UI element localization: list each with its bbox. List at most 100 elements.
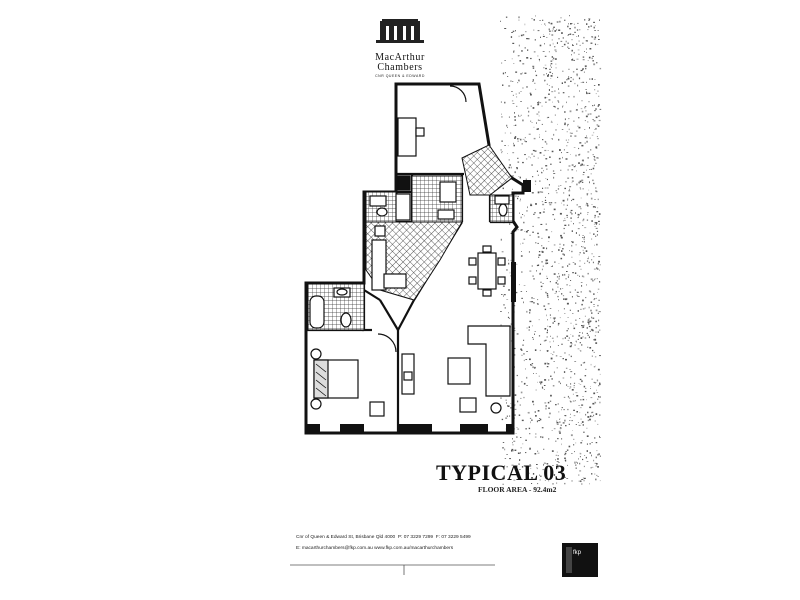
noise-speck xyxy=(569,188,570,190)
noise-speck xyxy=(501,152,503,154)
noise-speck xyxy=(581,483,583,485)
noise-speck xyxy=(560,40,563,42)
noise-speck xyxy=(535,373,537,374)
noise-speck xyxy=(591,36,594,38)
noise-speck xyxy=(568,263,571,265)
noise-speck xyxy=(513,440,516,442)
noise-speck xyxy=(514,305,516,307)
noise-speck xyxy=(587,334,589,336)
noise-speck xyxy=(554,49,557,51)
noise-speck xyxy=(568,274,570,276)
noise-speck xyxy=(587,419,590,422)
noise-speck xyxy=(530,364,533,366)
noise-speck xyxy=(594,25,596,27)
noise-speck xyxy=(567,25,569,28)
noise-speck xyxy=(542,469,545,471)
noise-speck xyxy=(567,85,570,87)
noise-speck xyxy=(546,275,548,277)
noise-speck xyxy=(556,335,558,338)
noise-speck xyxy=(584,262,586,264)
noise-speck xyxy=(560,17,562,19)
noise-speck xyxy=(594,382,597,383)
noise-speck xyxy=(549,400,552,402)
noise-speck xyxy=(562,358,564,360)
noise-speck xyxy=(564,352,566,354)
noise-speck xyxy=(563,43,566,46)
noise-speck xyxy=(566,131,568,133)
noise-speck xyxy=(571,213,573,215)
noise-speck xyxy=(508,289,510,291)
noise-speck xyxy=(544,96,546,99)
noise-speck xyxy=(561,407,563,409)
noise-speck xyxy=(547,296,549,298)
noise-speck xyxy=(539,119,541,121)
noise-speck xyxy=(539,44,542,47)
noise-speck xyxy=(578,206,579,208)
noise-speck xyxy=(535,242,537,244)
noise-speck xyxy=(584,247,586,249)
noise-speck xyxy=(553,474,556,476)
noise-speck xyxy=(594,159,596,161)
noise-speck xyxy=(578,154,580,156)
noise-speck xyxy=(575,424,577,425)
noise-speck xyxy=(563,227,565,230)
noise-speck xyxy=(593,38,596,40)
noise-speck xyxy=(521,50,523,52)
noise-speck xyxy=(582,326,585,328)
noise-speck xyxy=(587,203,589,205)
noise-speck xyxy=(561,46,564,47)
noise-speck xyxy=(580,399,582,401)
noise-speck xyxy=(506,402,507,404)
noise-speck xyxy=(545,462,547,464)
noise-speck xyxy=(597,157,599,159)
noise-speck xyxy=(546,73,547,75)
noise-speck xyxy=(504,101,506,104)
noise-speck xyxy=(584,227,587,229)
noise-speck xyxy=(569,388,571,389)
noise-speck xyxy=(594,226,597,227)
noise-speck xyxy=(563,232,565,234)
noise-speck xyxy=(581,479,584,480)
noise-speck xyxy=(591,259,593,261)
noise-speck xyxy=(558,92,560,94)
noise-speck xyxy=(521,466,524,468)
noise-speck xyxy=(595,44,597,46)
noise-speck xyxy=(526,291,527,292)
noise-speck xyxy=(542,203,545,206)
noise-speck xyxy=(570,154,571,155)
noise-speck xyxy=(551,150,554,153)
noise-speck xyxy=(534,333,535,335)
noise-speck xyxy=(580,422,582,424)
noise-speck xyxy=(572,45,574,46)
noise-speck xyxy=(571,180,574,182)
noise-speck xyxy=(541,237,543,239)
noise-speck xyxy=(518,284,520,286)
noise-speck xyxy=(544,79,546,81)
noise-speck xyxy=(545,229,548,231)
noise-speck xyxy=(510,166,512,169)
noise-speck xyxy=(529,311,531,314)
noise-speck xyxy=(537,303,539,305)
noise-speck xyxy=(520,255,523,257)
noise-speck xyxy=(552,28,554,30)
noise-speck xyxy=(529,270,532,272)
noise-speck xyxy=(552,317,555,319)
noise-speck xyxy=(533,29,535,31)
noise-speck xyxy=(557,403,559,405)
noise-speck xyxy=(577,295,579,297)
noise-speck xyxy=(546,97,548,99)
noise-speck xyxy=(549,71,552,73)
noise-speck xyxy=(522,344,524,346)
noise-speck xyxy=(569,309,571,311)
noise-speck xyxy=(576,170,577,172)
noise-speck xyxy=(580,165,582,167)
noise-speck xyxy=(536,420,538,423)
noise-speck xyxy=(557,123,558,125)
noise-speck xyxy=(578,474,580,476)
noise-speck xyxy=(539,272,541,274)
noise-speck xyxy=(532,176,534,178)
noise-speck xyxy=(587,204,589,207)
noise-speck xyxy=(599,19,600,21)
noise-speck xyxy=(514,394,517,396)
noise-speck xyxy=(509,415,511,417)
